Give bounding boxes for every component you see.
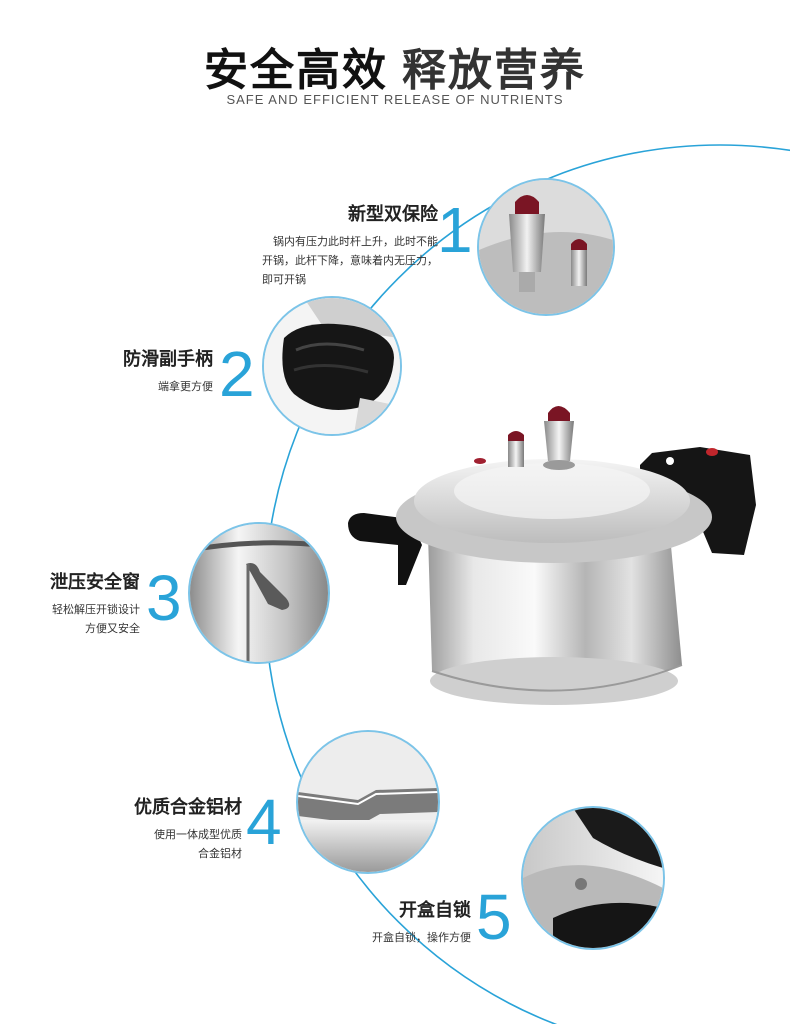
feature-2-image bbox=[262, 296, 402, 436]
safety-valve-icon bbox=[479, 180, 613, 314]
feature-3-name: 泄压安全窗 bbox=[50, 572, 140, 593]
feature-5-desc: 开盒自锁，操作方便 bbox=[372, 928, 471, 947]
feature-1-desc: 锅内有压力此时杆上升，此时不能 开锅，此杆下降，意味着内无压力， 即可开锅 bbox=[262, 232, 438, 289]
feature-5: 开盒自锁 开盒自锁，操作方便 bbox=[372, 896, 471, 947]
feature-3-desc: 轻松解压开锁设计 方便又安全 bbox=[50, 600, 140, 638]
pressure-cooker-icon bbox=[348, 406, 756, 705]
title-part1: 安全高效 bbox=[204, 45, 388, 96]
feature-1-desc-line: 开锅，此杆下降，意味着内无压力， bbox=[262, 254, 438, 267]
title-part2: 释放营养 bbox=[402, 45, 586, 96]
page-subtitle: SAFE AND EFFICIENT RELEASE OF NUTRIENTS bbox=[226, 92, 564, 107]
feature-4-desc-line: 使用一体成型优质 bbox=[154, 828, 242, 841]
feature-2-number: 2 bbox=[219, 338, 255, 410]
feature-2-desc-line: 端拿更方便 bbox=[158, 380, 213, 393]
feature-1-name: 新型双保险 bbox=[348, 204, 438, 225]
feature-3: 泄压安全窗 轻松解压开锁设计 方便又安全 bbox=[50, 568, 140, 638]
feature-4: 优质合金铝材 使用一体成型优质 合金铝材 bbox=[134, 793, 242, 863]
feature-1: 新型双保险 锅内有压力此时杆上升，此时不能 开锅，此杆下降，意味着内无压力， 即… bbox=[262, 200, 438, 289]
feature-1-image bbox=[477, 178, 615, 316]
feature-4-name: 优质合金铝材 bbox=[134, 797, 242, 818]
feature-1-desc-line: 即可开锅 bbox=[262, 273, 306, 286]
feature-3-number: 3 bbox=[146, 562, 182, 634]
feature-3-image bbox=[188, 522, 330, 664]
feature-1-number: 1 bbox=[437, 194, 473, 266]
feature-3-desc-line: 方便又安全 bbox=[85, 622, 140, 635]
pressure-window-icon bbox=[190, 524, 328, 662]
feature-3-desc-line: 轻松解压开锁设计 bbox=[52, 603, 140, 616]
feature-5-image bbox=[521, 806, 665, 950]
page-title: 安全高效释放营养 bbox=[0, 34, 790, 98]
feature-4-desc: 使用一体成型优质 合金铝材 bbox=[134, 825, 242, 863]
pressure-cooker-image bbox=[340, 395, 760, 729]
feature-2: 防滑副手柄 端拿更方便 bbox=[123, 345, 213, 396]
feature-2-desc: 端拿更方便 bbox=[123, 377, 213, 396]
lid-lock-icon bbox=[523, 808, 663, 948]
feature-4-desc-line: 合金铝材 bbox=[198, 847, 242, 860]
alloy-rim-icon bbox=[298, 732, 438, 872]
feature-4-number: 4 bbox=[246, 786, 282, 858]
feature-1-desc-line: 锅内有压力此时杆上升，此时不能 bbox=[273, 235, 438, 248]
feature-2-name: 防滑副手柄 bbox=[123, 349, 213, 370]
feature-4-image bbox=[296, 730, 440, 874]
side-handle-icon bbox=[264, 298, 400, 434]
feature-5-number: 5 bbox=[476, 881, 512, 953]
feature-5-name: 开盒自锁 bbox=[399, 900, 471, 921]
feature-5-desc-line: 开盒自锁，操作方便 bbox=[372, 931, 471, 944]
